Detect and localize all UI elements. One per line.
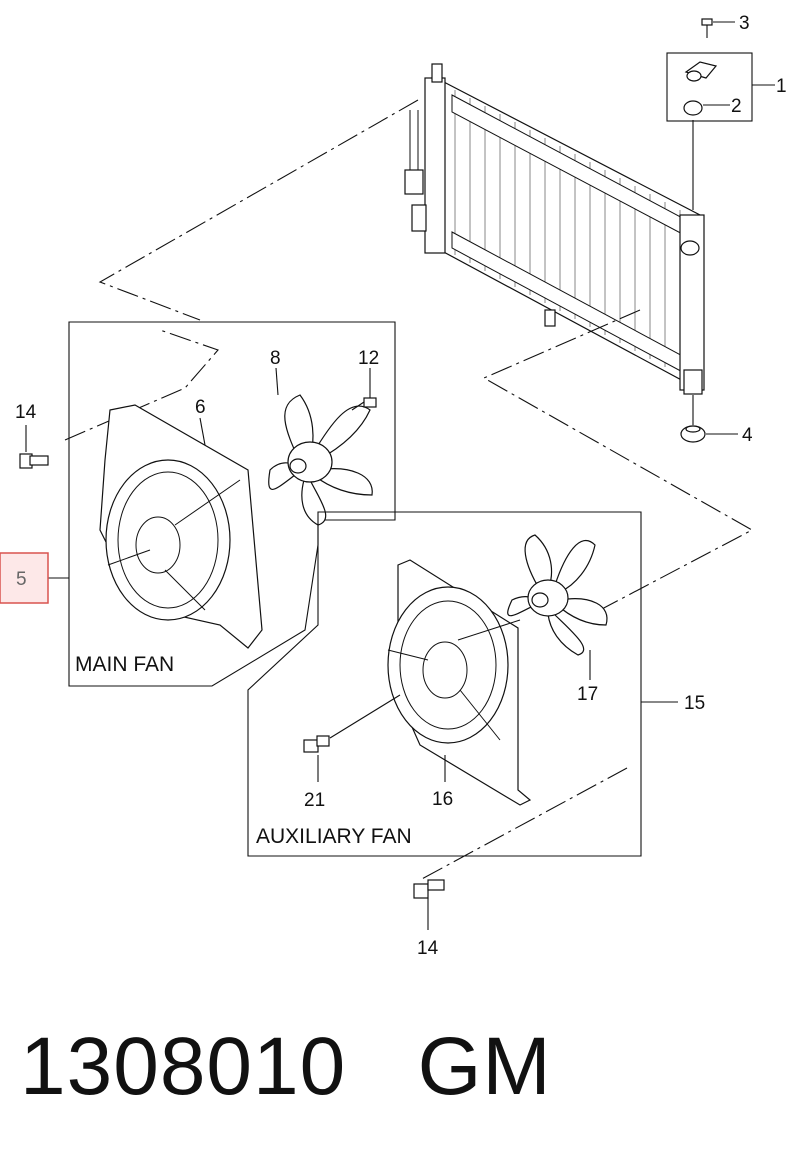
callout-15: 15 xyxy=(684,693,705,714)
callout-1: 1 xyxy=(776,76,787,97)
aux-fan-blades xyxy=(507,534,608,656)
callout-14-bottom: 14 xyxy=(417,938,439,959)
callout-6: 6 xyxy=(195,397,206,418)
parts-diagram: 1 2 3 4 5 6 8 12 14 14 15 16 17 21 MAIN … xyxy=(0,13,787,959)
dashed-leaders xyxy=(64,99,754,881)
radiator-drawing xyxy=(404,63,705,395)
callout-2: 2 xyxy=(731,96,742,117)
callout-3: 3 xyxy=(739,13,750,34)
main-fan-group xyxy=(68,321,396,687)
footer: 1308010 GM xyxy=(20,1020,552,1114)
callout-5-highlight[interactable] xyxy=(0,552,49,604)
callout-5[interactable]: 5 xyxy=(16,569,27,590)
auxiliary-fan-label: AUXILIARY FAN xyxy=(256,825,412,848)
callout-16: 16 xyxy=(432,789,453,810)
callout-4: 4 xyxy=(742,425,753,446)
callout-8: 8 xyxy=(270,348,281,369)
upper-mount-group xyxy=(666,18,775,210)
bolt-14-bottom xyxy=(413,879,445,930)
auxiliary-fan-group xyxy=(247,511,678,857)
main-fan-blades xyxy=(268,394,373,526)
callout-14-left: 14 xyxy=(15,402,37,423)
lower-grommet xyxy=(680,395,738,443)
callout-17: 17 xyxy=(577,684,598,705)
main-fan-label: MAIN FAN xyxy=(75,653,174,676)
brand-name: GM xyxy=(417,1021,552,1112)
callout-12: 12 xyxy=(358,348,379,369)
part-number: 1308010 xyxy=(20,1021,347,1112)
bolt-14-left xyxy=(19,425,49,469)
callout-21: 21 xyxy=(304,790,325,811)
